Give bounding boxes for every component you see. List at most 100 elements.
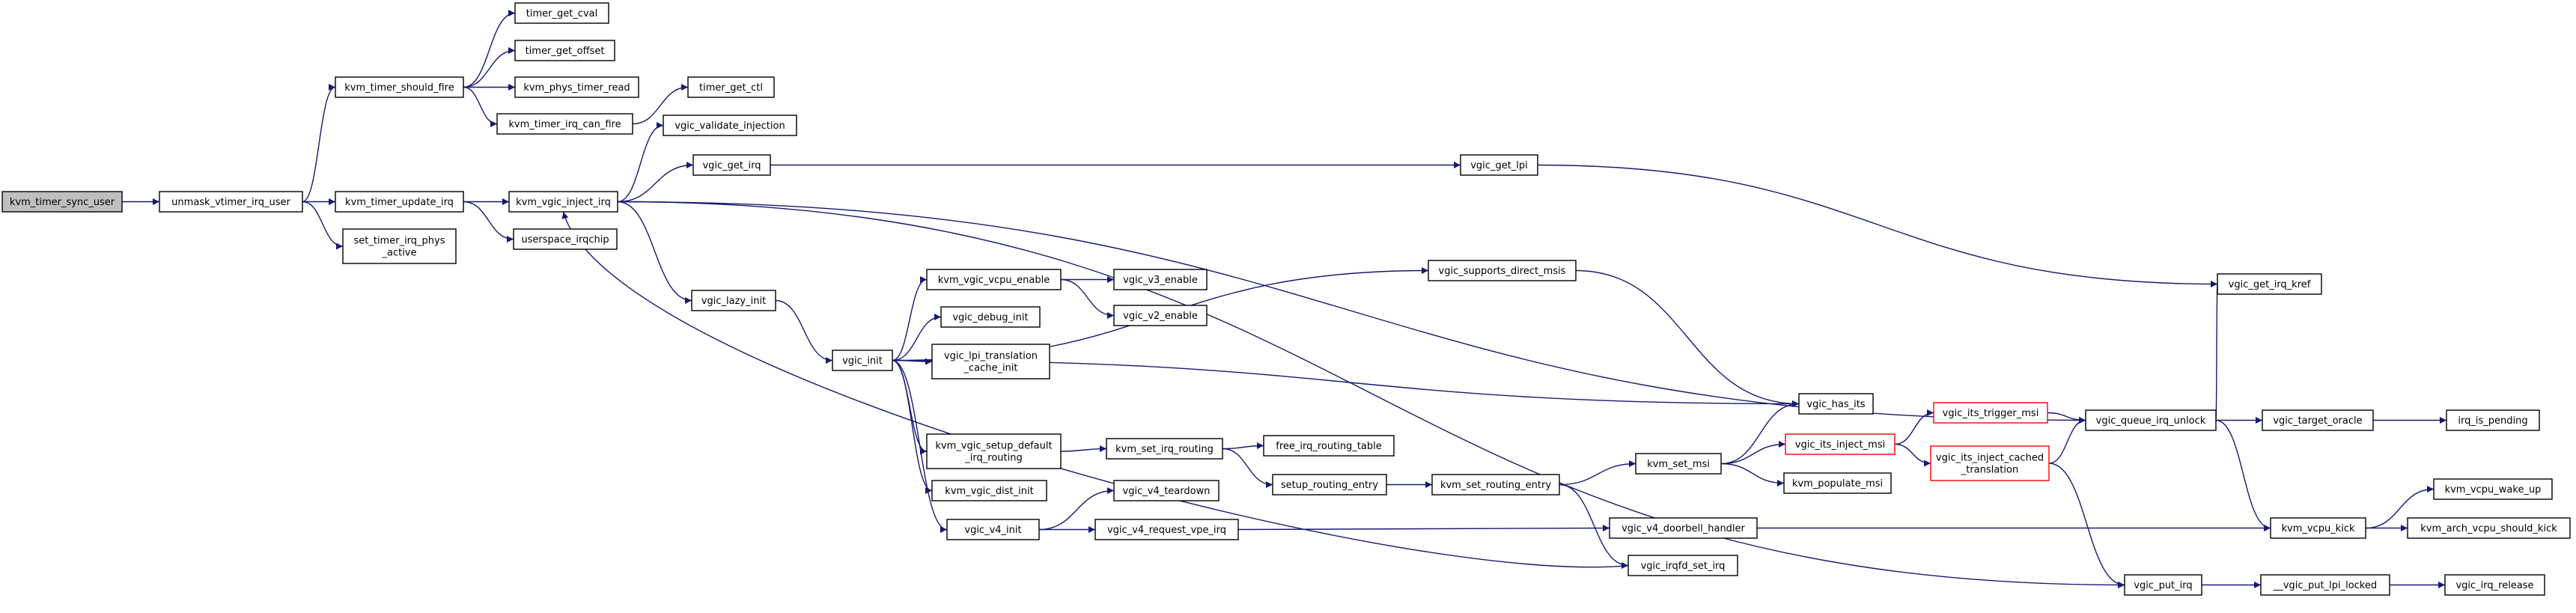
node-label: vgic_v4_doorbell_handler: [1622, 523, 1745, 534]
node-__vgic_put_lpi_locked[interactable]: __vgic_put_lpi_locked: [2260, 574, 2390, 596]
node-vgic_has_its[interactable]: vgic_has_its: [1798, 393, 1874, 415]
node-vgic_v4_request_vpe_irq[interactable]: vgic_v4_request_vpe_irq: [1094, 519, 1239, 540]
node-vgic_its_inject_cached_translation[interactable]: vgic_its_inject_cached_translation: [1930, 445, 2050, 481]
edge-kvm_vgic_inject_irq-to-vgic_get_irq: [617, 162, 694, 203]
node-box: [2433, 478, 2553, 500]
node-vgic_irq_release[interactable]: vgic_irq_release: [2444, 574, 2545, 596]
edge-vgic_v4_init-to-vgic_v4_teardown: [1038, 487, 1115, 531]
node-vgic_get_lpi[interactable]: vgic_get_lpi: [1460, 154, 1538, 176]
edge-kvm_set_routing_entry-to-vgic_irqfd_set_irq: [1559, 484, 1629, 569]
node-kvm_set_routing_entry[interactable]: kvm_set_routing_entry: [1431, 474, 1560, 495]
node-kvm_arch_vcpu_should_kick[interactable]: kvm_arch_vcpu_should_kick: [2407, 517, 2571, 539]
edge-vgic_supports_direct_msis-to-vgic_has_its: [1575, 269, 1800, 407]
node-kvm_set_msi[interactable]: kvm_set_msi: [1635, 453, 1722, 475]
node-label: vgic_get_irq: [702, 160, 761, 171]
node-box: [2085, 409, 2217, 431]
node-label: vgic_supports_direct_msis: [1439, 266, 1566, 277]
node-label: kvm_timer_sync_user: [10, 197, 115, 208]
edge-kvm_timer_update_irq-to-userspace_irqchip: [463, 201, 514, 243]
node-kvm_set_irq_routing[interactable]: kvm_set_irq_routing: [1106, 438, 1223, 460]
node-kvm_vcpu_kick[interactable]: kvm_vcpu_kick: [2270, 517, 2366, 539]
edge-vgic_its_inject_msi-to-vgic_its_trigger_msi: [1894, 409, 1934, 445]
node-label: setup_routing_entry: [1281, 480, 1378, 491]
node-kvm_vgic_setup_default_irq_routing[interactable]: kvm_vgic_setup_default_irq_routing: [926, 433, 1062, 469]
node-kvm_timer_update_irq[interactable]: kvm_timer_update_irq: [335, 191, 464, 213]
edge-kvm_set_msi-to-kvm_populate_msi: [1720, 463, 1785, 487]
node-userspace_irqchip[interactable]: userspace_irqchip: [513, 228, 618, 250]
node-vgic_its_trigger_msi[interactable]: vgic_its_trigger_msi: [1933, 402, 2048, 424]
node-label: kvm_arch_vcpu_should_kick: [2420, 523, 2557, 534]
node-box: [2260, 574, 2390, 596]
edge-vgic_its_inject_cached_translation-to-vgic_queue_irq_unlock: [2048, 417, 2086, 464]
node-label: vgic_lpi_translation: [944, 351, 1038, 362]
node-irq_is_pending[interactable]: irq_is_pending: [2446, 409, 2540, 431]
node-vgic_v4_init[interactable]: vgic_v4_init: [946, 519, 1040, 540]
node-box: [940, 306, 1041, 328]
node-vgic_queue_irq_unlock[interactable]: vgic_queue_irq_unlock: [2085, 409, 2217, 431]
node-label: irq_is_pending: [2458, 415, 2527, 427]
node-label: kvm_vgic_dist_init: [945, 486, 1033, 497]
node-vgic_v4_doorbell_handler[interactable]: vgic_v4_doorbell_handler: [1609, 517, 1758, 539]
edge-vgic_queue_irq_unlock-to-vgic_get_irq_kref: [2210, 281, 2218, 421]
node-vgic_put_irq[interactable]: vgic_put_irq: [2124, 574, 2202, 596]
node-kvm_phys_timer_read[interactable]: kvm_phys_timer_read: [514, 76, 639, 98]
node-label: vgic_init: [842, 356, 883, 367]
node-vgic_its_inject_msi[interactable]: vgic_its_inject_msi: [1785, 433, 1896, 455]
node-kvm_populate_msi[interactable]: kvm_populate_msi: [1783, 472, 1892, 494]
node-vgic_lazy_init[interactable]: vgic_lazy_init: [691, 290, 776, 311]
node-vgic_v4_teardown[interactable]: vgic_v4_teardown: [1113, 480, 1220, 501]
edge-vgic_its_trigger_msi-to-vgic_queue_irq_unlock: [2047, 412, 2086, 424]
node-vgic_irqfd_set_irq[interactable]: vgic_irqfd_set_irq: [1627, 555, 1738, 576]
node-label: vgic_its_inject_msi: [1795, 439, 1885, 451]
node-setup_routing_entry[interactable]: setup_routing_entry: [1272, 474, 1387, 495]
node-vgic_v2_enable[interactable]: vgic_v2_enable: [1113, 305, 1208, 326]
edge-kvm_vgic_inject_irq-to-vgic_put_irq: [617, 201, 2125, 588]
node-label: _irq_routing: [964, 453, 1022, 464]
node-set_timer_irq_phys_active[interactable]: set_timer_irq_phys_active: [342, 228, 457, 264]
node-box: [335, 76, 464, 98]
node-kvm_timer_sync_user[interactable]: kvm_timer_sync_user: [1, 191, 123, 213]
node-vgic_init[interactable]: vgic_init: [832, 350, 893, 371]
node-vgic_target_oracle[interactable]: vgic_target_oracle: [2262, 409, 2374, 431]
node-kvm_vcpu_wake_up[interactable]: kvm_vcpu_wake_up: [2433, 478, 2553, 500]
node-unmask_vtimer_irq_user[interactable]: unmask_vtimer_irq_user: [159, 191, 303, 213]
node-vgic_debug_init[interactable]: vgic_debug_init: [940, 306, 1041, 328]
node-vgic_supports_direct_msis[interactable]: vgic_supports_direct_msis: [1428, 260, 1577, 281]
node-label: vgic_v3_enable: [1123, 275, 1198, 286]
node-timer_get_offset[interactable]: timer_get_offset: [514, 40, 615, 61]
node-kvm_timer_should_fire[interactable]: kvm_timer_should_fire: [335, 76, 464, 98]
node-label: vgic_v4_init: [964, 525, 1021, 536]
node-label: kvm_vgic_inject_irq: [516, 197, 611, 208]
edge-vgic_v4_request_vpe_irq-to-vgic_v4_doorbell_handler: [1237, 525, 1610, 532]
node-vgic_validate_injection[interactable]: vgic_validate_injection: [663, 115, 797, 136]
edge-vgic_init-to-vgic_v4_init: [892, 359, 948, 533]
edge-kvm_set_irq_routing-to-setup_routing_entry: [1222, 448, 1273, 488]
node-timer_get_ctl[interactable]: timer_get_ctl: [687, 76, 775, 98]
node-vgic_get_irq_kref[interactable]: vgic_get_irq_kref: [2217, 273, 2322, 295]
node-box: [1, 191, 123, 213]
node-kvm_timer_irq_can_fire[interactable]: kvm_timer_irq_can_fire: [496, 113, 633, 135]
node-box: [1113, 305, 1208, 326]
edge-vgic_init-to-kvm_vgic_dist_init: [892, 359, 933, 494]
node-timer_get_cval[interactable]: timer_get_cval: [514, 2, 609, 24]
node-vgic_get_irq[interactable]: vgic_get_irq: [692, 154, 771, 176]
edge-kvm_vgic_vcpu_enable-to-vgic_v2_enable: [1060, 278, 1115, 319]
node-box: [1627, 555, 1738, 576]
node-label: vgic_validate_injection: [675, 121, 785, 132]
edge-vgic_init-to-kvm_vgic_vcpu_enable: [892, 276, 928, 362]
node-kvm_vgic_vcpu_enable[interactable]: kvm_vgic_vcpu_enable: [926, 269, 1062, 290]
node-kvm_vgic_inject_irq[interactable]: kvm_vgic_inject_irq: [508, 191, 618, 213]
edge-kvm_set_irq_routing-to-free_irq_routing_table: [1222, 442, 1264, 450]
node-kvm_vgic_dist_init[interactable]: kvm_vgic_dist_init: [931, 480, 1047, 501]
node-box: [508, 191, 618, 213]
node-vgic_lpi_translation_cache_init[interactable]: vgic_lpi_translation_cache_init: [931, 344, 1050, 379]
node-box: [946, 519, 1040, 540]
node-free_irq_routing_table[interactable]: free_irq_routing_table: [1263, 435, 1395, 457]
edge-vgic_init-to-vgic_debug_init: [892, 314, 942, 362]
node-label: kvm_vcpu_wake_up: [2445, 484, 2542, 495]
edge-kvm_set_routing_entry-to-kvm_set_msi: [1559, 460, 1636, 486]
node-vgic_v3_enable[interactable]: vgic_v3_enable: [1113, 269, 1208, 290]
nodes-layer: kvm_timer_sync_user unmask_vtimer_irq_use…: [1, 2, 2571, 596]
node-box: [1428, 260, 1577, 281]
node-label: kvm_populate_msi: [1792, 478, 1883, 490]
